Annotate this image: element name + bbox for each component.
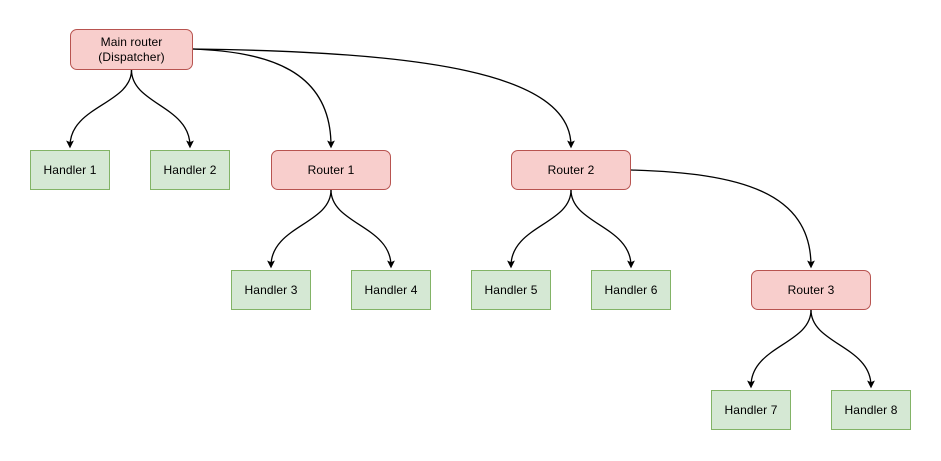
node-router-3[interactable]: Router 3 <box>751 270 871 310</box>
node-label-handler-1: Handler 1 <box>43 162 97 177</box>
node-handler-1[interactable]: Handler 1 <box>30 150 110 190</box>
node-handler-5[interactable]: Handler 5 <box>471 270 551 310</box>
node-handler-7[interactable]: Handler 7 <box>711 390 791 430</box>
edge-router-1-to-handler-4 <box>330 189 395 269</box>
node-label-handler-3: Handler 3 <box>244 282 298 297</box>
node-label-main-router: Main router (Dispatcher) <box>98 34 165 64</box>
node-handler-2[interactable]: Handler 2 <box>150 150 230 190</box>
edge-router-2-to-handler-5 <box>507 189 572 269</box>
node-label-router-1: Router 1 <box>307 162 355 177</box>
node-handler-8[interactable]: Handler 8 <box>831 390 911 430</box>
edge-main-router-to-handler-1 <box>66 69 133 149</box>
edge-main-router-to-router-2 <box>192 48 575 149</box>
node-label-handler-6: Handler 6 <box>604 282 658 297</box>
node-router-2[interactable]: Router 2 <box>511 150 631 190</box>
edge-router-3-to-handler-7 <box>747 309 812 389</box>
node-label-handler-7: Handler 7 <box>724 402 778 417</box>
node-label-router-3: Router 3 <box>787 282 835 297</box>
node-handler-4[interactable]: Handler 4 <box>351 270 431 310</box>
node-main-router[interactable]: Main router (Dispatcher) <box>70 29 193 70</box>
node-handler-3[interactable]: Handler 3 <box>231 270 311 310</box>
edge-router-2-to-router-3 <box>630 169 815 269</box>
node-label-handler-5: Handler 5 <box>484 282 538 297</box>
node-label-router-2: Router 2 <box>547 162 595 177</box>
node-handler-6[interactable]: Handler 6 <box>591 270 671 310</box>
node-label-handler-2: Handler 2 <box>163 162 217 177</box>
node-router-1[interactable]: Router 1 <box>271 150 391 190</box>
node-label-handler-8: Handler 8 <box>844 402 898 417</box>
edge-router-3-to-handler-8 <box>810 309 875 389</box>
edge-main-router-to-handler-2 <box>130 69 194 149</box>
edge-router-1-to-handler-3 <box>267 189 332 269</box>
edge-router-2-to-handler-6 <box>570 189 635 269</box>
node-label-handler-4: Handler 4 <box>364 282 418 297</box>
edge-main-router-to-router-1 <box>192 48 335 149</box>
